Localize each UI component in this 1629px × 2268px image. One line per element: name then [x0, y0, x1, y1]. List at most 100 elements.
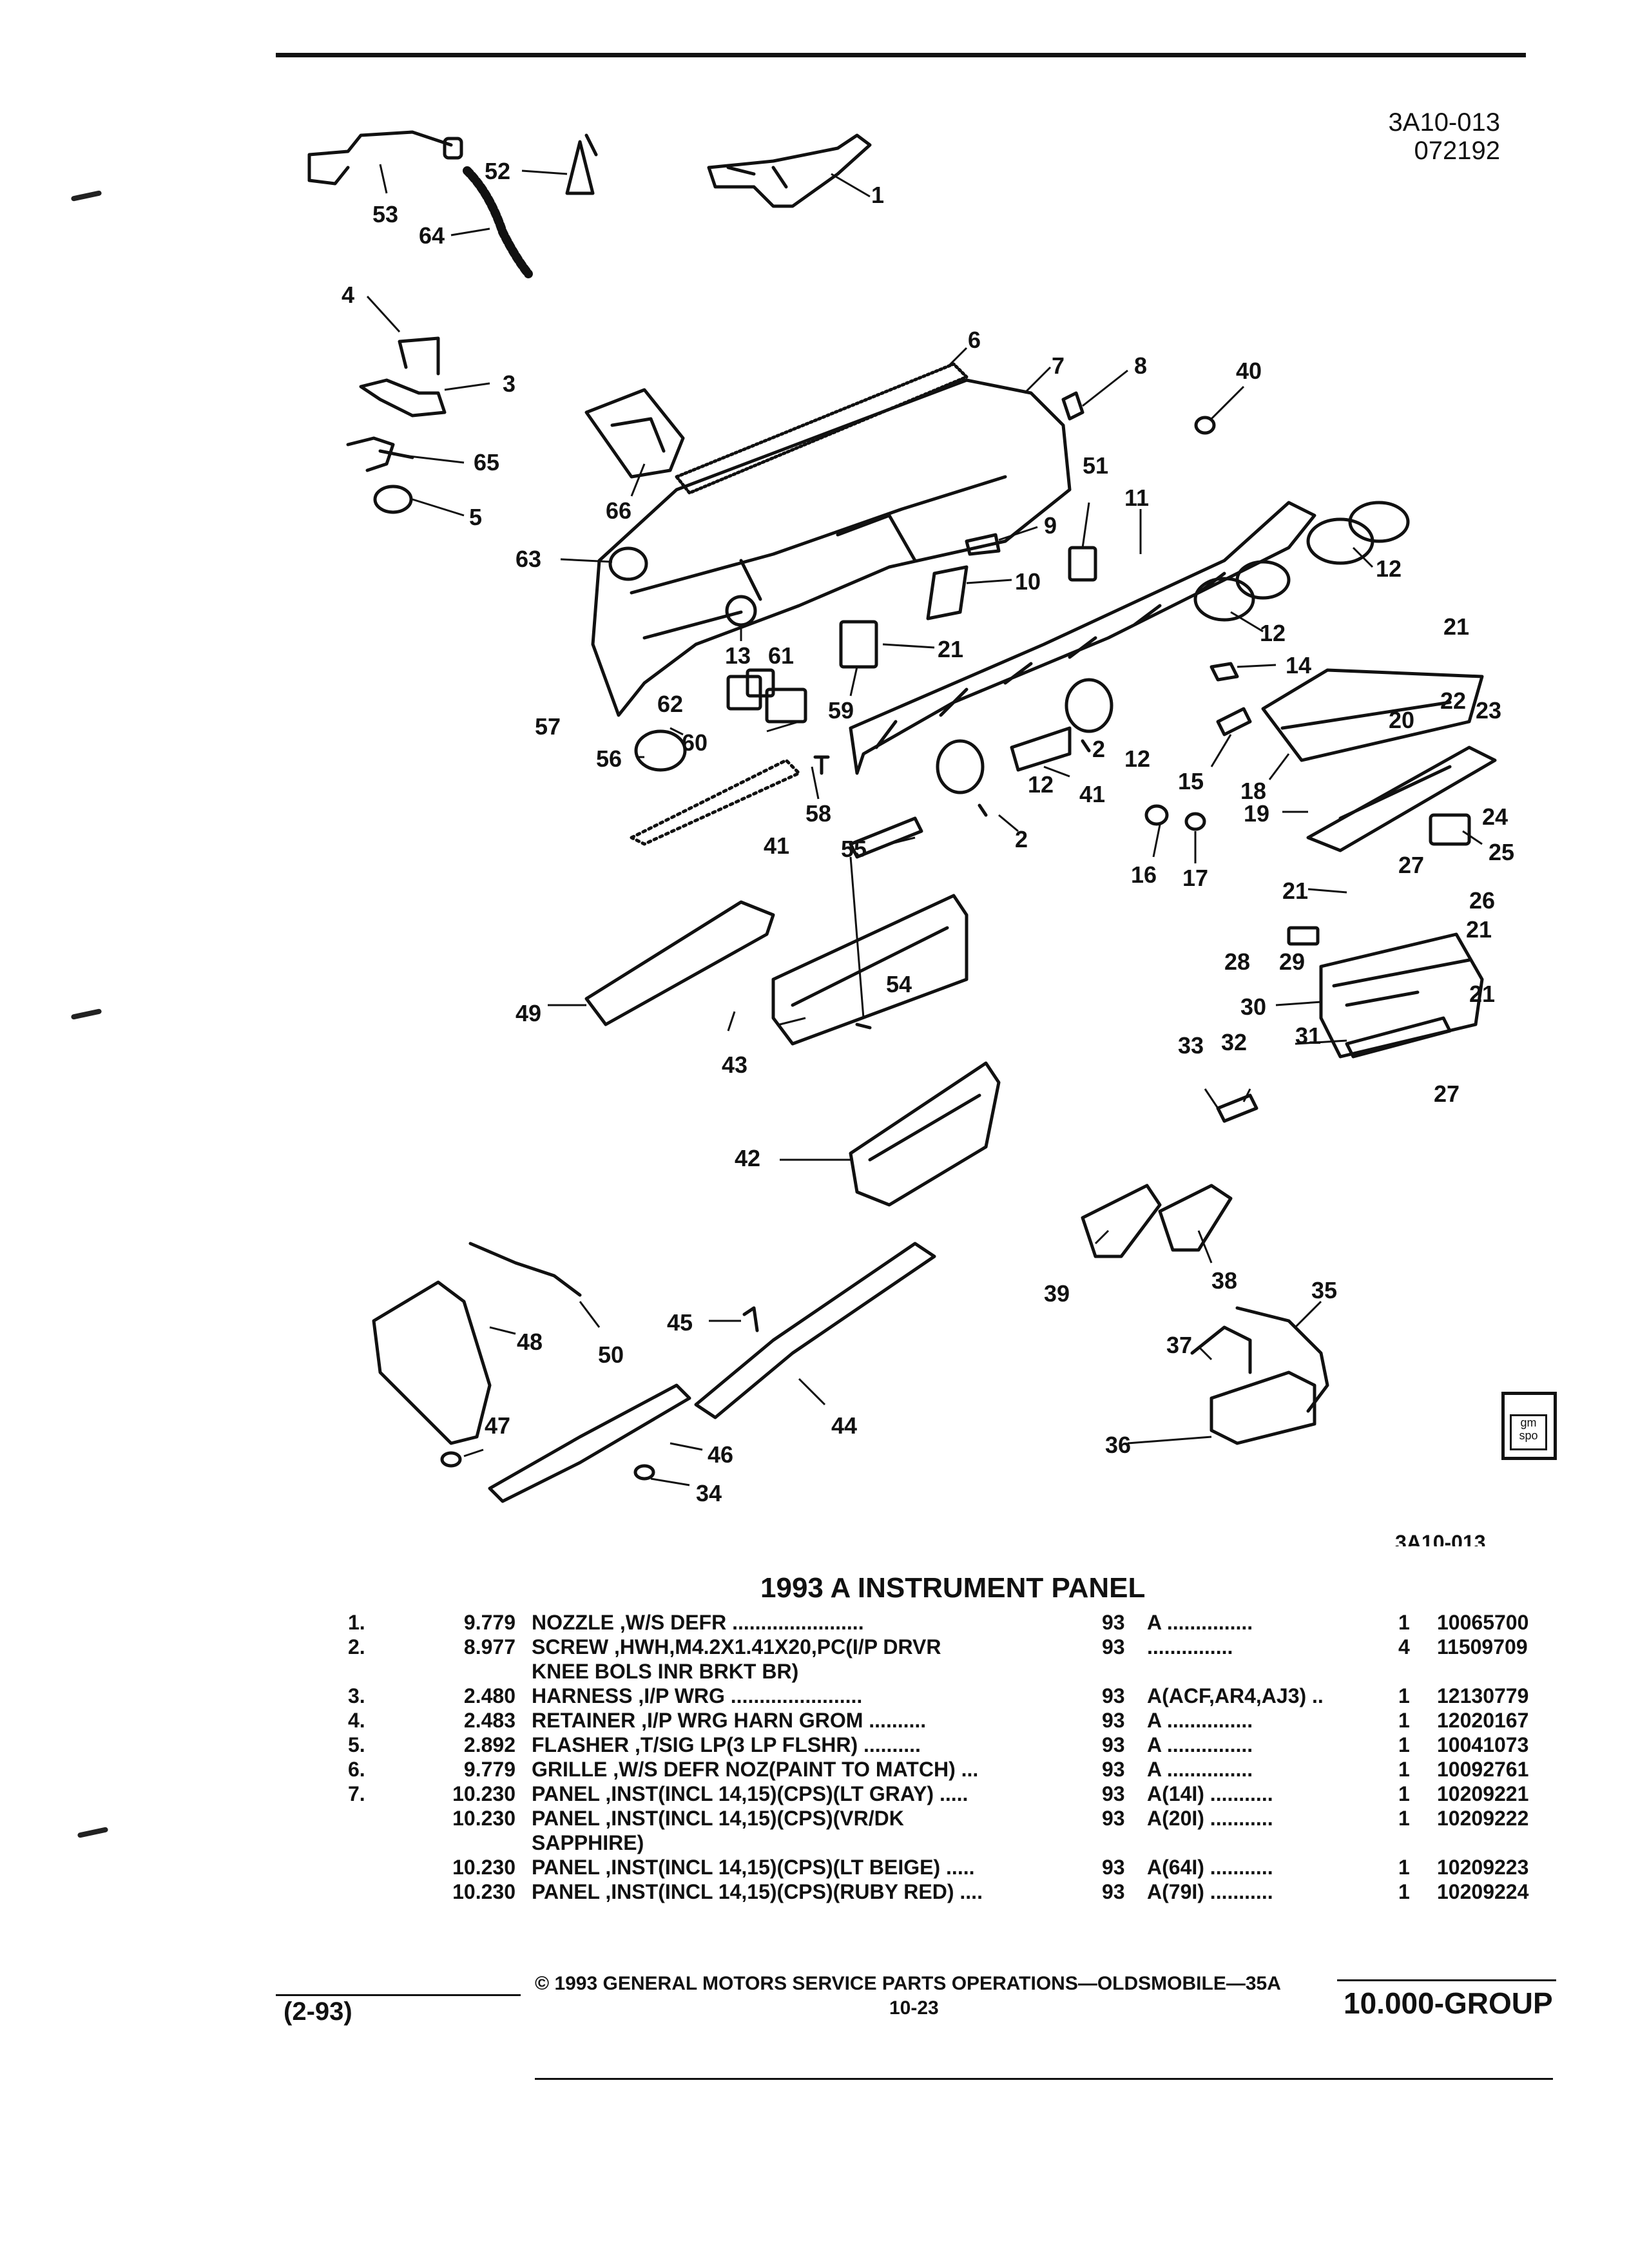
model-code: A(14I) ........... [1147, 1782, 1273, 1805]
part-number: 10041073 [1437, 1733, 1529, 1756]
part-7-instrument-panel [591, 378, 1072, 717]
callout-19: 19 [1244, 800, 1269, 827]
model-code: A ............... [1147, 1709, 1253, 1732]
callout-65: 65 [474, 449, 499, 476]
part-number: 10209222 [1437, 1807, 1529, 1830]
part-description: PANEL ,INST(INCL 14,15)(CPS)(RUBY RED) .… [532, 1880, 983, 1903]
callout-1: 1 [871, 182, 884, 208]
item-number: 6. [348, 1758, 365, 1781]
part-24-bracket [1306, 745, 1497, 852]
part-2-screw-a [1081, 739, 1091, 753]
part-44-brace [694, 1242, 936, 1419]
part-50-harness [468, 1242, 582, 1297]
model-code: A(64I) ........... [1147, 1856, 1273, 1879]
callout-33: 33 [1178, 1032, 1204, 1059]
part-description: SCREW ,HWH,M4.2X1.41X20,PC(I/P DRVR [532, 1635, 941, 1658]
quantity: 1 [1398, 1880, 1410, 1903]
callout-23: 23 [1476, 697, 1501, 724]
part-63-knob [608, 546, 648, 581]
model-year: 93 [1102, 1684, 1125, 1707]
part-60-switch [765, 687, 807, 724]
part-12-vents [936, 501, 1410, 794]
group-number: 2.480 [463, 1684, 516, 1707]
callout-32: 32 [1221, 1029, 1247, 1055]
callout-12c: 12 [1124, 745, 1150, 772]
part-16-knob [1144, 804, 1169, 826]
model-year: 93 [1102, 1758, 1125, 1781]
table-title: 1993 A INSTRUMENT PANEL [760, 1572, 1146, 1604]
part-description: GRILLE ,W/S DEFR NOZ(PAINT TO MATCH) ... [532, 1758, 979, 1781]
callout-18: 18 [1240, 778, 1266, 804]
callout-11: 11 [1124, 485, 1149, 511]
callout-30: 30 [1240, 994, 1266, 1020]
callout-63: 63 [516, 546, 541, 572]
part-number: 10092761 [1437, 1758, 1529, 1781]
callout-46: 46 [708, 1441, 733, 1468]
ref-code: 3A10-013 [1388, 108, 1500, 137]
item-number: 2. [348, 1635, 365, 1658]
part-65-wiring [346, 436, 414, 472]
part-47-clip [440, 1451, 462, 1468]
part-description: PANEL ,INST(INCL 14,15)(CPS)(VR/DK [532, 1807, 904, 1830]
model-code: A ............... [1147, 1758, 1253, 1781]
callout-29: 29 [1279, 948, 1305, 975]
group-number: 2.483 [463, 1709, 516, 1732]
model-code: A(ACF,AR4,AJ3) .. [1147, 1684, 1324, 1707]
model-year: 93 [1102, 1733, 1125, 1756]
quantity: 1 [1398, 1684, 1410, 1707]
quantity: 1 [1398, 1733, 1410, 1756]
quantity: 1 [1398, 1709, 1410, 1732]
gm-spo-logo: gm spo [1510, 1414, 1547, 1450]
callout-56: 56 [596, 745, 622, 772]
part-62-switch [726, 675, 762, 711]
part-number: 10209223 [1437, 1856, 1529, 1879]
item-number: 5. [348, 1733, 365, 1756]
callout-9: 9 [1044, 512, 1057, 539]
callout-52: 52 [485, 158, 510, 184]
model-year: 93 [1102, 1782, 1125, 1805]
model-year: 93 [1102, 1807, 1125, 1830]
callout-53: 53 [372, 201, 398, 227]
part-55-lens [771, 894, 969, 1046]
part-66-trim [584, 388, 685, 479]
model-year: 93 [1102, 1709, 1125, 1732]
part-58-screw [813, 755, 830, 775]
part-64-hose [463, 166, 533, 278]
model-year: 93 [1102, 1856, 1125, 1879]
callout-21e: 21 [1469, 981, 1495, 1007]
part-42-glovebox [849, 1061, 1001, 1207]
part-57-ring [634, 729, 687, 772]
callout-42: 42 [735, 1145, 760, 1171]
callout-21c: 21 [1282, 878, 1308, 904]
model-code: ............... [1147, 1635, 1233, 1658]
callout-21b: 21 [938, 636, 963, 662]
part-number: 10065700 [1437, 1611, 1529, 1634]
part-33-32-connectors [1216, 1093, 1258, 1123]
part-14-clip [1210, 662, 1239, 682]
callout-21a: 21 [1443, 613, 1469, 640]
callout-43: 43 [722, 1052, 747, 1078]
quantity: 1 [1398, 1807, 1410, 1830]
callout-25: 25 [1489, 839, 1514, 865]
part-11-carrier [849, 501, 1316, 775]
group-number: 10.230 [452, 1782, 516, 1805]
part-description: NOZZLE ,W/S DEFR ....................... [532, 1611, 864, 1634]
part-52-bracket [565, 133, 598, 195]
callout-24: 24 [1482, 803, 1508, 830]
quantity: 1 [1398, 1856, 1410, 1879]
group-number: 10.230 [452, 1856, 516, 1879]
callout-45: 45 [667, 1309, 693, 1336]
quantity: 1 [1398, 1611, 1410, 1634]
callout-21d: 21 [1466, 916, 1492, 943]
part-number: 10209224 [1437, 1880, 1529, 1903]
callout-3: 3 [503, 370, 516, 397]
part-1-nozzle [707, 133, 872, 208]
callout-28: 28 [1224, 948, 1250, 975]
part-30-radio [1319, 932, 1484, 1059]
